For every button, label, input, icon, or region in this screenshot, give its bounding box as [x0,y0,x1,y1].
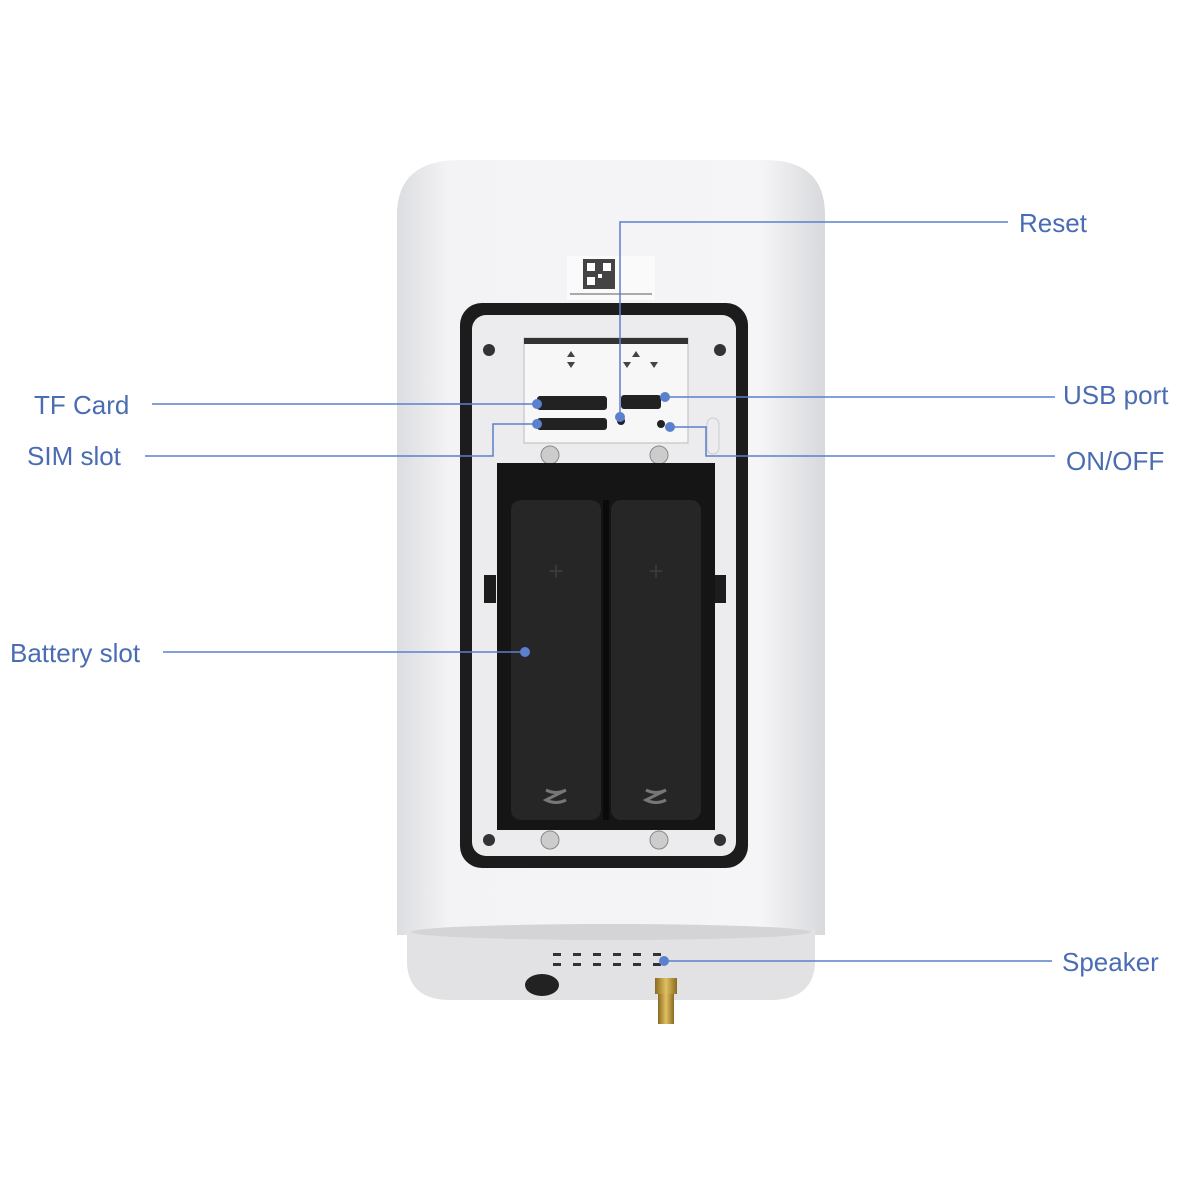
leader-dots [520,392,675,966]
speaker-grille [553,953,661,966]
label-usb-port: USB port [1063,380,1169,410]
antenna-connector [655,978,677,1024]
label-tf-card: TF Card [34,390,130,420]
svg-text:+: + [548,556,563,586]
battery-compartment: + + [460,303,748,868]
label-speaker: Speaker [1062,947,1159,977]
leader-lines [145,221,1055,962]
label-on-off: ON/OFF [1066,446,1165,476]
svg-text:+: + [648,556,663,586]
label-battery-slot: Battery slot [10,638,141,668]
qr-code-sticker [567,256,655,300]
power-jack [525,974,559,996]
label-reset: Reset [1019,208,1087,238]
label-sim-slot: SIM slot [27,441,121,471]
